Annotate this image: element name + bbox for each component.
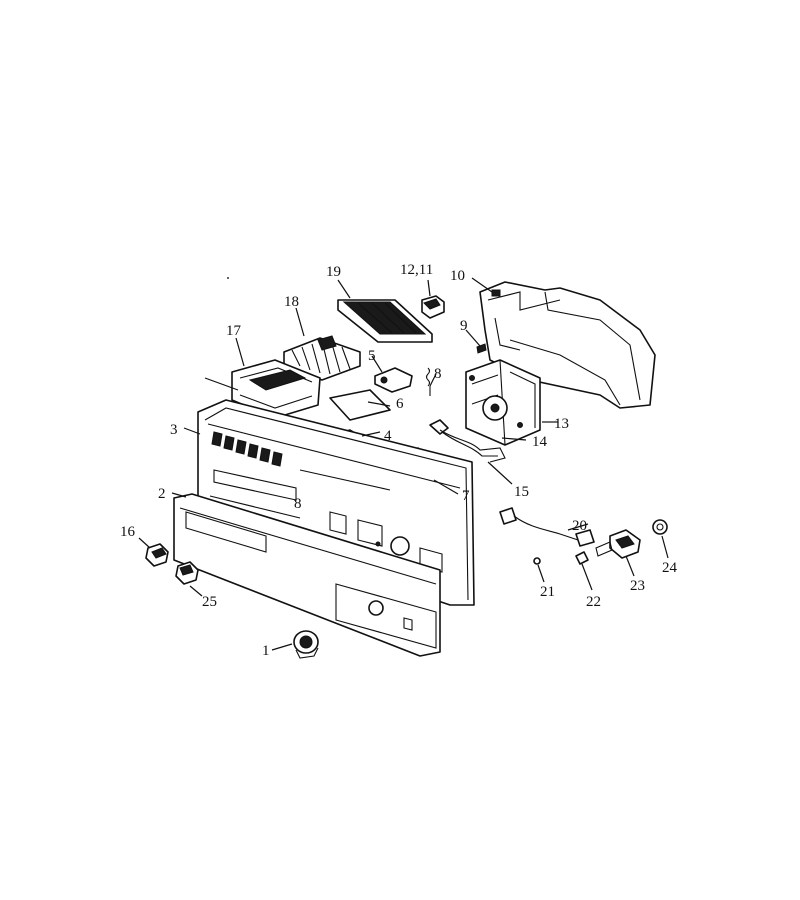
part-22-connector <box>575 551 589 565</box>
part-1-knob <box>293 630 319 659</box>
callout-20: 20 <box>572 518 587 534</box>
part-3-control-panel <box>197 399 475 606</box>
part-18-switch-board <box>283 335 361 381</box>
callout-labels: 1 2 3 4 5 6 7 8 8 9 10 12,11 13 14 15 16… <box>120 262 678 659</box>
callout-9: 9 <box>460 318 468 334</box>
callout-10: 10 <box>450 268 465 284</box>
part-19-display-board <box>337 299 433 343</box>
part-17-wire <box>204 377 239 391</box>
part-16-knob <box>145 543 169 567</box>
part-13-timer <box>465 359 541 446</box>
callout-19: 19 <box>326 264 341 280</box>
part-21-screw <box>533 557 541 565</box>
leader-lines <box>138 277 669 651</box>
callout-12-11: 12,11 <box>400 262 433 278</box>
part-20-harness <box>499 507 595 547</box>
stray-dot <box>227 277 229 279</box>
callout-17: 17 <box>226 323 242 339</box>
callout-8-lower: 8 <box>294 496 302 512</box>
callout-7: 7 <box>462 488 470 504</box>
callout-13: 13 <box>554 416 569 432</box>
part-9-screw <box>476 343 487 354</box>
part-2-front-panel <box>173 493 441 657</box>
callout-3: 3 <box>170 422 178 438</box>
callout-18: 18 <box>284 294 299 310</box>
callout-5: 5 <box>368 348 376 364</box>
part-23-socket <box>595 529 641 559</box>
callout-21: 21 <box>540 584 555 600</box>
part-24-washer <box>652 519 668 535</box>
callout-1: 1 <box>262 643 270 659</box>
callout-6: 6 <box>396 396 404 412</box>
callout-16: 16 <box>120 524 136 540</box>
callout-22: 22 <box>586 594 601 610</box>
part-5-bracket <box>374 367 413 393</box>
callout-25: 25 <box>202 594 217 610</box>
callout-8-upper: 8 <box>434 366 442 382</box>
callout-24: 24 <box>662 560 678 576</box>
part-6-insulator <box>329 389 391 421</box>
part-12-11-relay <box>421 295 445 319</box>
callout-15: 15 <box>514 484 529 500</box>
part-14-15-harness <box>429 419 506 463</box>
part-25-knob <box>175 561 199 585</box>
callout-4: 4 <box>384 428 392 444</box>
callout-2: 2 <box>158 486 166 502</box>
part-8-spring-upper <box>425 367 431 396</box>
part-17-keypad <box>231 359 321 419</box>
callout-23: 23 <box>630 578 645 594</box>
callout-14: 14 <box>532 434 548 450</box>
